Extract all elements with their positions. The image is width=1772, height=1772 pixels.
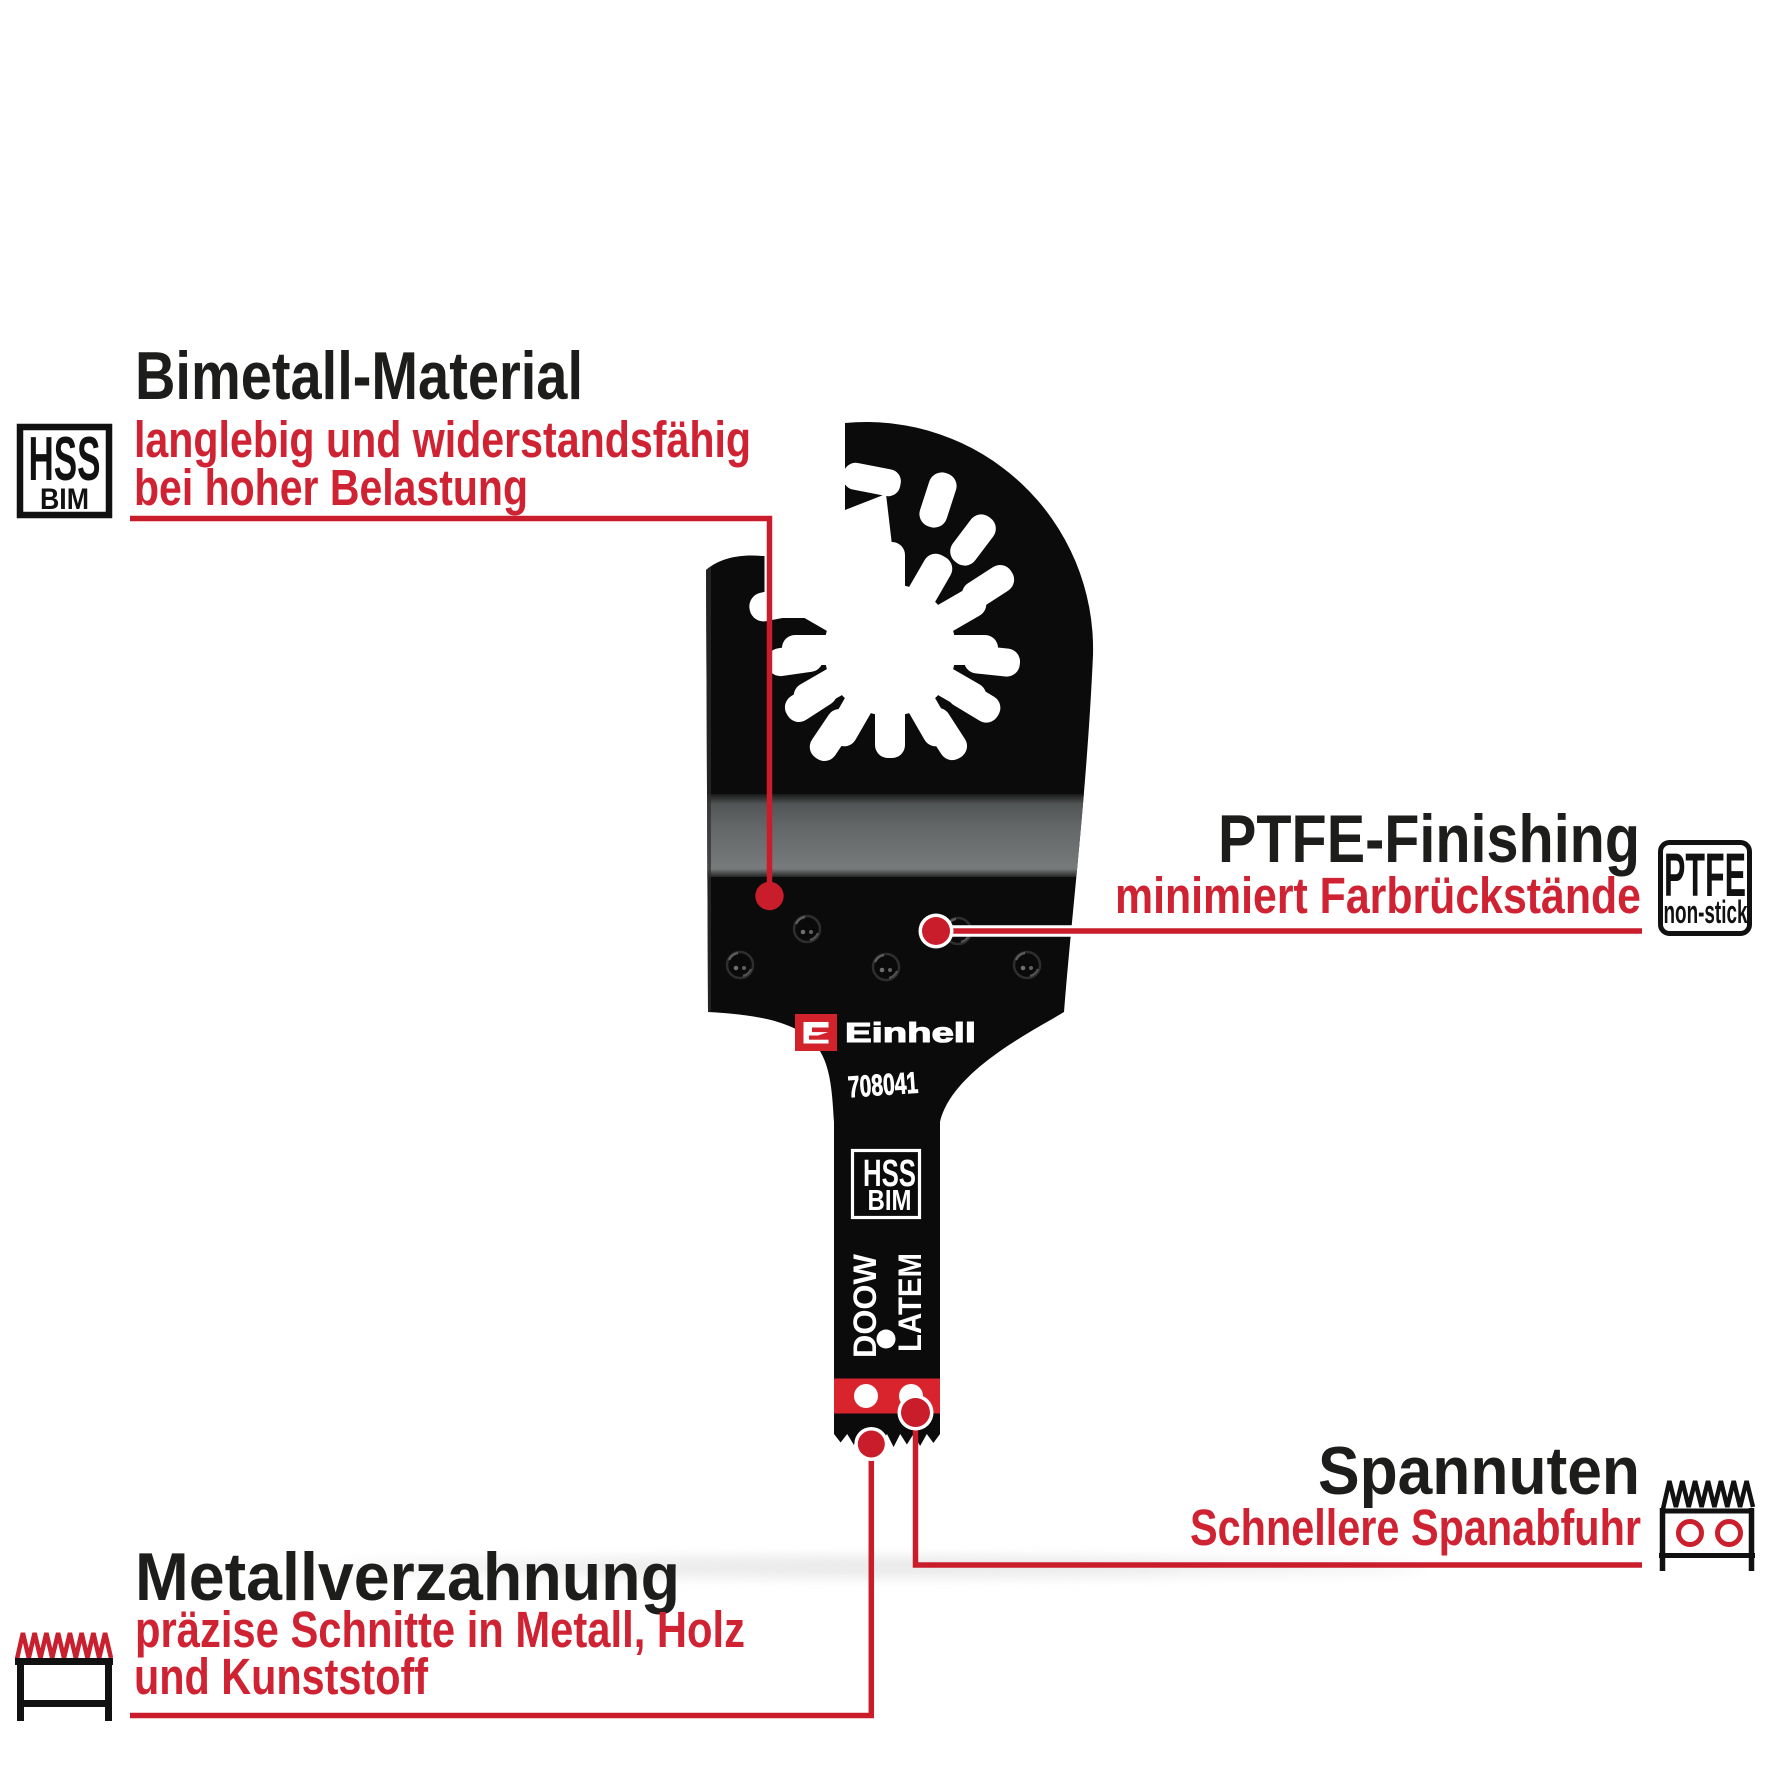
svg-text:HSS: HSS: [863, 1153, 916, 1195]
svg-text:Metallverzahnung: Metallverzahnung: [135, 1539, 680, 1615]
svg-text:präzise Schnitte in Metall, Ho: präzise Schnitte in Metall, Holz: [135, 1601, 745, 1658]
svg-text:708041: 708041: [847, 1067, 919, 1105]
svg-text:bei hoher Belastung: bei hoher Belastung: [134, 459, 528, 516]
svg-text:non-stick: non-stick: [1664, 894, 1748, 930]
svg-text:BIM: BIM: [868, 1185, 912, 1217]
svg-text:Spannuten: Spannuten: [1318, 1433, 1640, 1509]
svg-text:langlebig und widerstandsfähig: langlebig und widerstandsfähig: [134, 411, 751, 468]
svg-text:Einhell: Einhell: [845, 1017, 976, 1048]
svg-text:PTFE-Finishing: PTFE-Finishing: [1218, 801, 1640, 877]
svg-text:und Kunststoff: und Kunststoff: [134, 1648, 429, 1705]
svg-text:HSS: HSS: [29, 425, 101, 494]
svg-text:minimiert Farbrückstände: minimiert Farbrückstände: [1115, 867, 1641, 924]
svg-text:LATEM: LATEM: [892, 1253, 928, 1352]
svg-text:BIM: BIM: [40, 483, 89, 516]
svg-text:Schnellere Spanabfuhr: Schnellere Spanabfuhr: [1190, 1499, 1641, 1556]
svg-text:Bimetall-Material: Bimetall-Material: [135, 338, 583, 414]
svg-text:PTFE: PTFE: [1664, 841, 1746, 909]
